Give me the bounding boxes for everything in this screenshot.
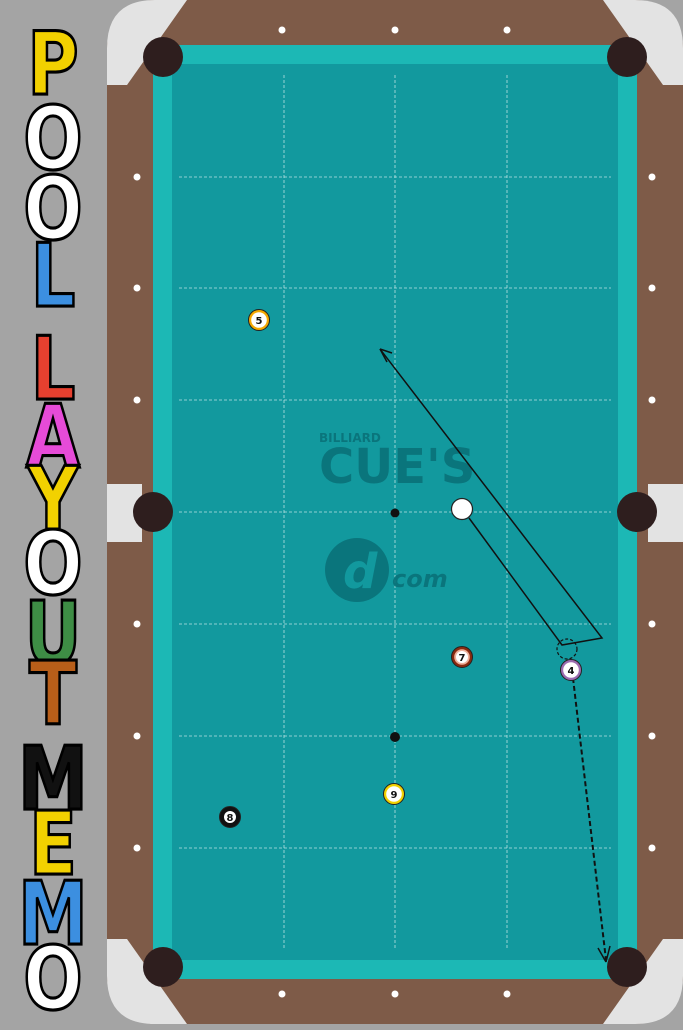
pocket-icon	[143, 947, 183, 987]
pocket-plates	[107, 0, 683, 1024]
grid	[179, 75, 611, 950]
title-letter: O	[22, 87, 84, 190]
ball-number: 7	[459, 653, 466, 664]
ball-number: 9	[391, 790, 398, 801]
title-letter: M	[17, 727, 89, 830]
watermark-big: CUE'S	[319, 439, 475, 495]
balls: 5 7 4 9 8	[219, 309, 582, 828]
watermark-small: BILLIARD	[319, 431, 381, 445]
diamonds	[133, 26, 656, 998]
pocket-icon	[617, 492, 657, 532]
arrow-icon	[379, 348, 393, 363]
title-letter: O	[22, 157, 84, 260]
watermark-logo-text: com	[392, 565, 448, 593]
arrow-icon	[597, 945, 611, 963]
pocket-icon	[143, 37, 183, 77]
pocket-plate-bottom-right	[603, 939, 683, 1024]
spot-icon	[390, 508, 400, 518]
pocket-plate-top-right	[603, 0, 683, 85]
ghost-ball	[556, 638, 578, 660]
pocket-icon	[133, 492, 173, 532]
title-letter: Y	[26, 447, 79, 550]
ball-8-icon[interactable]: 8	[219, 806, 241, 828]
pool-table[interactable]: BILLIARD CUE'S d com 5 7 4 9 8	[107, 0, 683, 1024]
title-letter: U	[23, 582, 82, 685]
ball-9-icon[interactable]: 9	[383, 783, 405, 805]
watermark-logo-mark: d	[343, 544, 378, 600]
title-letter: M	[17, 862, 89, 965]
shot-path	[379, 348, 611, 963]
title-letter: L	[29, 317, 76, 420]
cue-path-line	[379, 348, 604, 646]
title-letter: A	[25, 385, 82, 488]
watermark: BILLIARD CUE'S d com	[319, 431, 475, 602]
title-letter: O	[22, 927, 84, 1030]
ball-7-icon[interactable]: 7	[451, 646, 473, 668]
object-ball-path	[572, 677, 607, 961]
pockets	[133, 37, 657, 987]
spot-icon	[390, 732, 400, 742]
title-letter: L	[29, 224, 76, 327]
ball-number: 4	[568, 666, 575, 677]
title-letter: O	[22, 512, 84, 615]
cue-ball-icon[interactable]	[450, 497, 474, 521]
watermark-logo-circle	[325, 538, 389, 602]
ball-number: 5	[256, 316, 263, 327]
pocket-plate-bottom-left	[107, 939, 187, 1024]
pocket-plate-top-left	[107, 0, 187, 85]
title-letter: P	[26, 12, 80, 115]
ball-4-icon[interactable]: 4	[560, 659, 582, 681]
ball-5-icon[interactable]: 5	[248, 309, 270, 331]
pocket-icon	[607, 37, 647, 77]
title-letter: E	[28, 792, 78, 895]
title-letter: T	[28, 642, 78, 745]
pocket-icon	[607, 947, 647, 987]
ball-number: 8	[227, 813, 234, 824]
